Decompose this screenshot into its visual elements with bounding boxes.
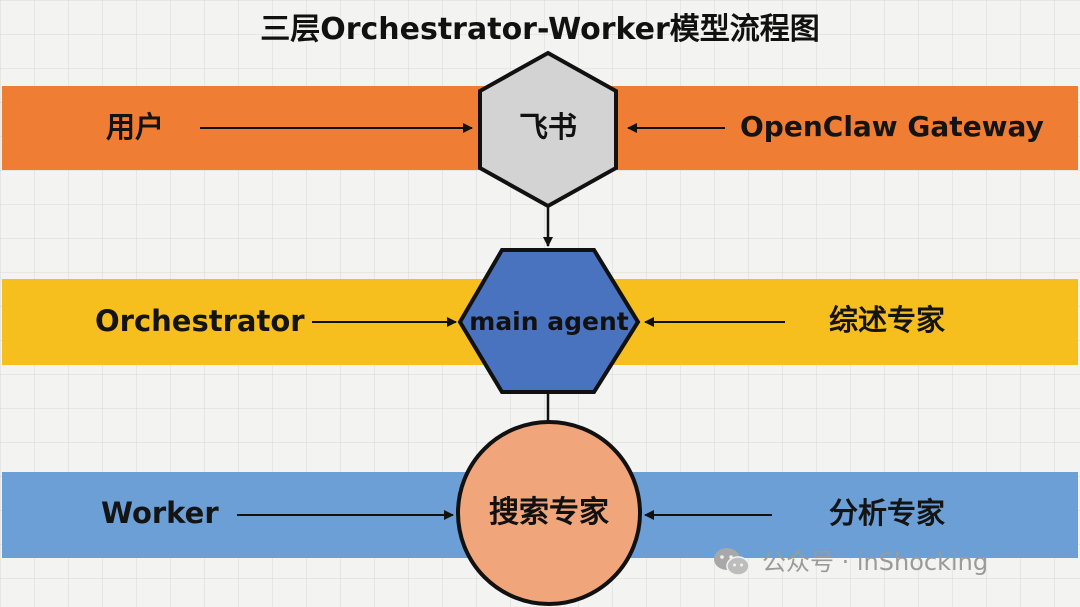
label-user: 用户 bbox=[106, 110, 165, 144]
node-main-agent-hexagon bbox=[457, 248, 641, 394]
label-synthesis-expert: 综述专家 bbox=[829, 303, 946, 337]
wechat-icon bbox=[714, 548, 750, 576]
node-feishu-hexagon bbox=[478, 50, 618, 209]
label-analysis-expert: 分析专家 bbox=[829, 496, 946, 530]
label-orchestrator: Orchestrator bbox=[95, 304, 305, 338]
node-feishu-label: 飞书 bbox=[518, 110, 577, 144]
label-openclaw-gateway: OpenClaw Gateway bbox=[740, 110, 1044, 143]
label-worker: Worker bbox=[101, 496, 219, 530]
node-main-agent-label: main agent bbox=[469, 307, 629, 336]
diagram-title: 三层Orchestrator-Worker模型流程图 bbox=[260, 12, 820, 47]
watermark-text: 公众号 · inShocking bbox=[762, 548, 989, 576]
node-search-circle bbox=[456, 420, 642, 606]
node-search-label: 搜索专家 bbox=[489, 495, 609, 530]
